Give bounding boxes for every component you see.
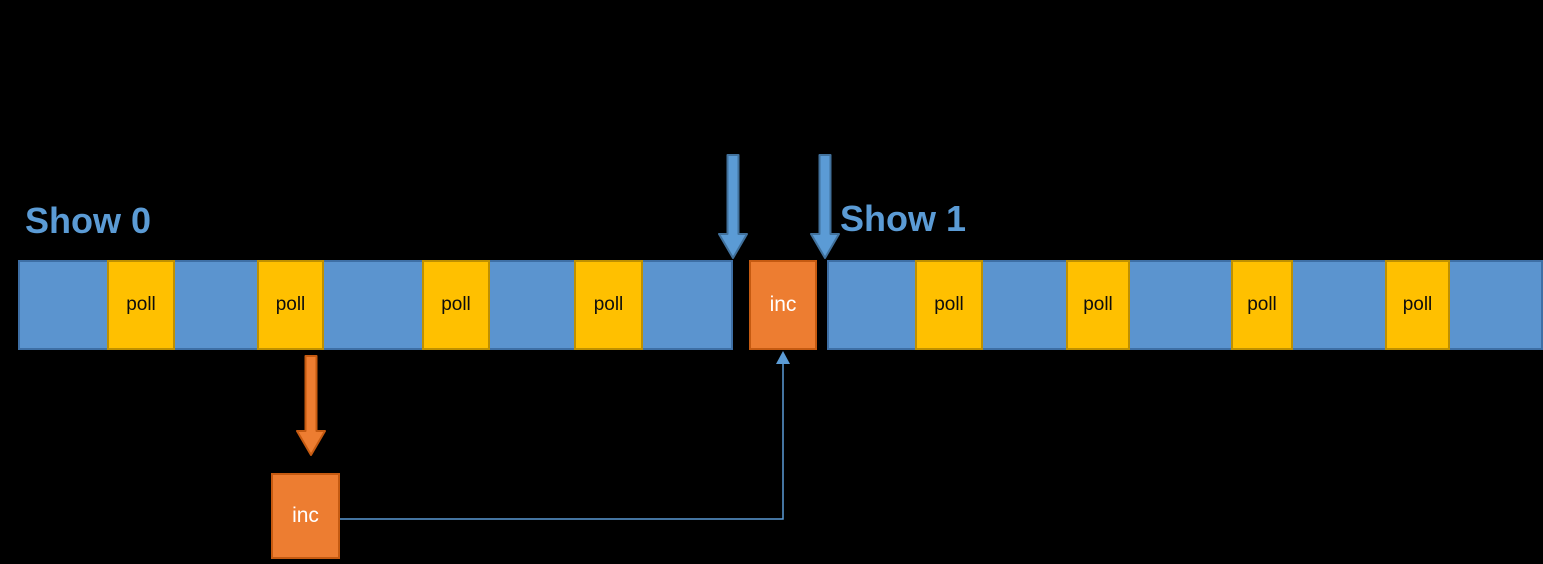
show1-label: Show 1 [840, 198, 967, 239]
poll-block-4: poll [574, 260, 643, 350]
inc-drop-arrow-icon [296, 355, 326, 456]
up-arrowhead-icon [776, 351, 790, 364]
poll-block-7: poll [1231, 260, 1293, 350]
inc-block-timeline: inc [749, 260, 817, 350]
inc-return-connector-line [340, 363, 784, 520]
down-arrow-icon [718, 154, 748, 259]
poll-block-5: poll [915, 260, 983, 350]
inc-block-deferred: inc [271, 473, 340, 559]
show0-label: Show 0 [25, 200, 152, 241]
poll-block-3: poll [422, 260, 490, 350]
down-arrow-icon [810, 154, 840, 259]
poll-block-1: poll [107, 260, 175, 350]
poll-block-2: poll [257, 260, 324, 350]
poll-block-8: poll [1385, 260, 1450, 350]
poll-block-6: poll [1066, 260, 1130, 350]
